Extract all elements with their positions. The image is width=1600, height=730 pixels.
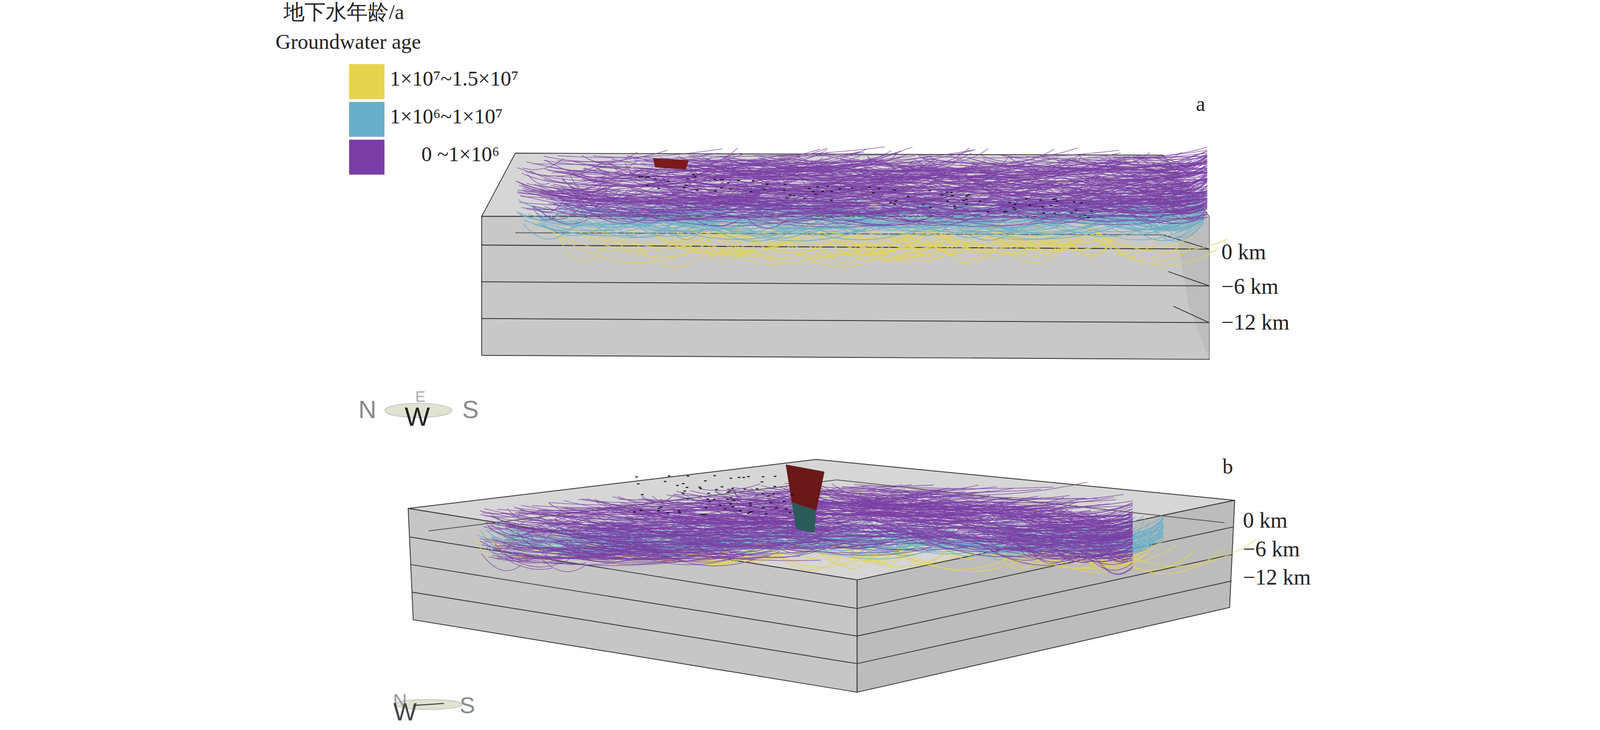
depth-label: −6 km bbox=[1221, 275, 1279, 298]
compass-letter: W bbox=[393, 699, 417, 724]
legend-swatch bbox=[349, 101, 385, 137]
compass-letter: S bbox=[459, 693, 475, 717]
legend-swatch bbox=[349, 139, 385, 175]
legend-text: 0 ~1×10⁶ bbox=[421, 143, 500, 165]
panel-letter: a bbox=[1195, 93, 1206, 115]
model-box-b bbox=[408, 459, 1235, 692]
legend-text: 1×10⁶~1×10⁷ bbox=[389, 106, 503, 128]
compass-letter: N bbox=[358, 396, 377, 422]
depth-label: −12 km bbox=[1242, 566, 1311, 589]
panel-letter: b bbox=[1222, 456, 1233, 478]
model-box-a bbox=[481, 153, 1209, 360]
depth-label: 0 km bbox=[1242, 509, 1288, 532]
depth-label: 0 km bbox=[1221, 241, 1266, 264]
compass-letter: W bbox=[404, 403, 430, 430]
depth-label: −6 km bbox=[1242, 537, 1300, 560]
compass-letter: S bbox=[461, 396, 479, 422]
legend-title: Groundwater age bbox=[275, 31, 421, 53]
legend-swatch bbox=[349, 64, 385, 99]
depth-label: −12 km bbox=[1221, 311, 1290, 334]
compass-letter: E bbox=[415, 388, 426, 405]
legend-title: 地下水年龄/a bbox=[283, 1, 405, 23]
legend-text: 1×10⁷~1.5×10⁷ bbox=[389, 68, 519, 90]
